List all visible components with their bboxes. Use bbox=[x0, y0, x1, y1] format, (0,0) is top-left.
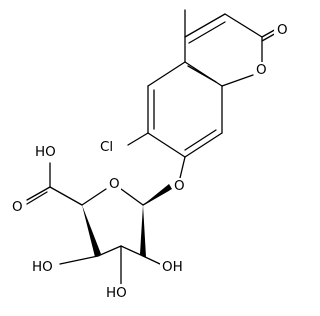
sugar-ring-oxygen-label: O bbox=[109, 176, 120, 192]
chlorine-label: Cl bbox=[100, 139, 113, 155]
c3-hydroxyl-label: HO bbox=[106, 285, 127, 301]
atom-labels: O O Cl O O HO O HO HO OH bbox=[10, 22, 288, 301]
c2-hydroxyl-label: OH bbox=[162, 259, 183, 275]
ether-oxygen-label: O bbox=[174, 178, 185, 194]
glucuronide-bonds bbox=[26, 162, 172, 289]
coumarin-ring-oxygen-label: O bbox=[256, 62, 267, 78]
carbonyl-oxygen-label: O bbox=[277, 22, 288, 38]
coumarin-bonds bbox=[127, 9, 279, 179]
acid-carbonyl-oxygen-label: O bbox=[12, 199, 23, 215]
chemical-structure: O O Cl O O HO O HO HO OH bbox=[10, 9, 288, 301]
c4-hydroxyl-label: HO bbox=[32, 259, 53, 275]
acid-hydroxyl-label: HO bbox=[35, 144, 56, 160]
